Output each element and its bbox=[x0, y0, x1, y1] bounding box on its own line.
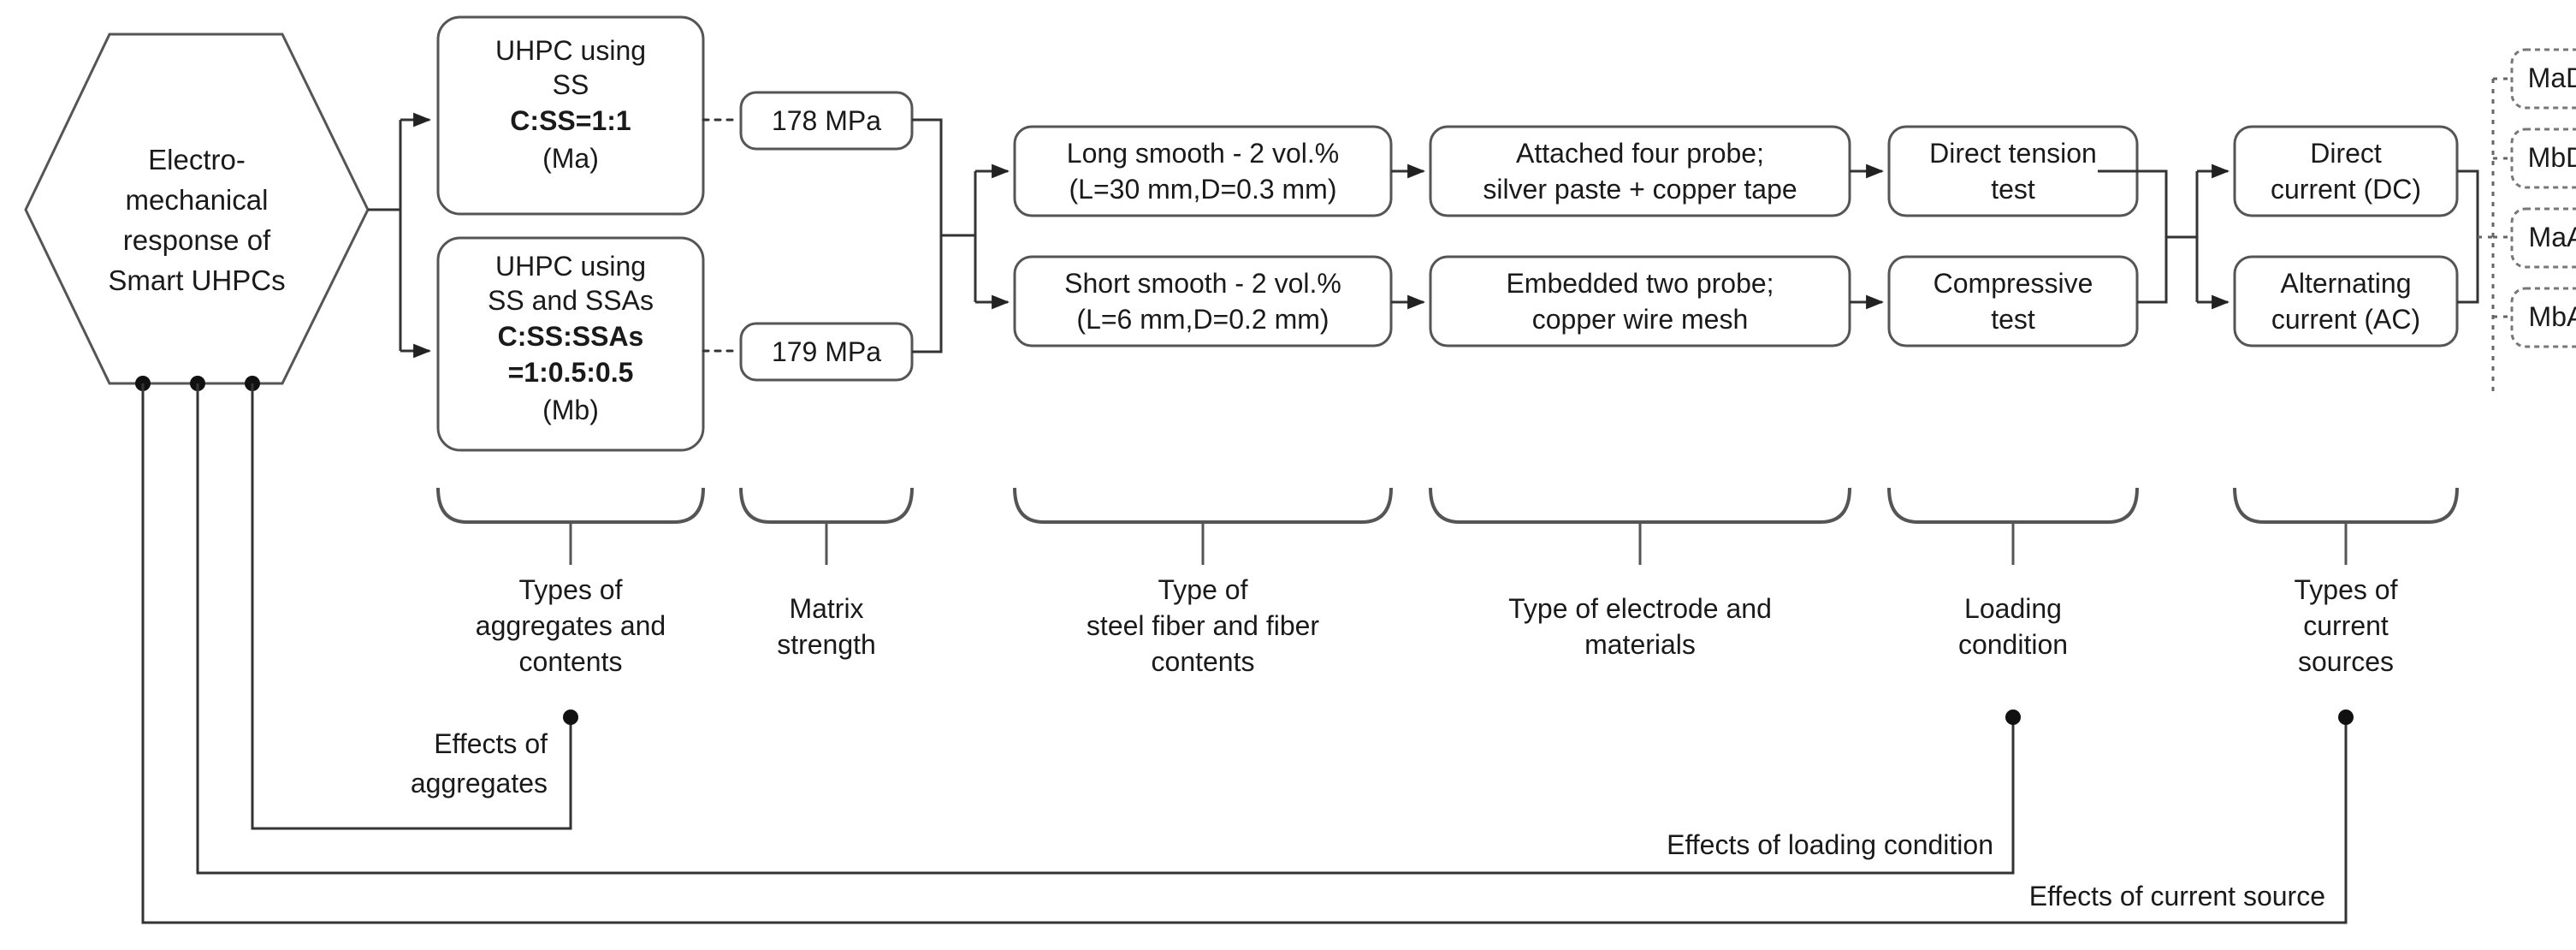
stage2-box-178[interactable]: 178 MPa bbox=[739, 91, 914, 151]
box-maac-shape bbox=[2510, 207, 2576, 269]
outcome-box-mbdc[interactable]: MbDC bbox=[2510, 128, 2576, 189]
box-long-fiber-line-0: Long smooth - 2 vol.% bbox=[1067, 138, 1339, 169]
box-mb-line-2: C:SS:SSAs bbox=[498, 321, 644, 352]
box-178-label: 178 MPa bbox=[772, 105, 881, 136]
box-ma-line-3: (Ma) bbox=[542, 143, 599, 174]
box-mbac-label: MbAC bbox=[2529, 301, 2576, 332]
box-mbdc-label: MbDC bbox=[2528, 142, 2576, 173]
box-two-probe-line-0: Embedded two probe; bbox=[1506, 268, 1774, 299]
box-179-label: 179 MPa bbox=[772, 336, 881, 367]
box-mbac-shape bbox=[2510, 287, 2576, 348]
box-madc-label: MaDC bbox=[2528, 62, 2576, 93]
box-four-probe-line-0: Attached four probe; bbox=[1516, 138, 1764, 169]
connector-root-to-stage1 bbox=[368, 112, 432, 359]
box-madc-shape bbox=[2510, 48, 2576, 110]
stage3-box-short[interactable]: Short smooth - 2 vol.% (L=6 mm,D=0.2 mm) bbox=[1013, 255, 1393, 347]
connector-stage3-to-stage4 bbox=[1391, 163, 1426, 310]
brace-stage6: Types of current sources bbox=[2233, 487, 2459, 677]
box-dc-line-0: Direct bbox=[2310, 138, 2382, 169]
group-label-stage5-line-0: Loading bbox=[1964, 593, 2062, 624]
feedback-label-aggregates-line-0: Effects of bbox=[434, 728, 548, 759]
box-short-fiber-line-0: Short smooth - 2 vol.% bbox=[1064, 268, 1341, 299]
box-ac-line-0: Alternating bbox=[2281, 268, 2412, 299]
outcome-box-maac[interactable]: MaAC bbox=[2510, 207, 2576, 269]
box-mb-line-0: UHPC using bbox=[495, 251, 646, 282]
outcome-box-mbac[interactable]: MbAC bbox=[2510, 287, 2576, 348]
group-label-stage5-line-1: condition bbox=[1958, 629, 2068, 660]
box-four-probe-line-1: silver paste + copper tape bbox=[1483, 174, 1797, 205]
box-long-fiber-line-1: (L=30 mm,D=0.3 mm) bbox=[1069, 174, 1337, 205]
group-label-stage1-line-2: contents bbox=[519, 646, 623, 677]
box-maac-label: MaAC bbox=[2529, 222, 2576, 252]
stage5-box-tension[interactable]: Direct tension test bbox=[1887, 125, 2139, 217]
brace-stage1: Types of aggregates and contents bbox=[436, 487, 705, 677]
box-ac-line-1: current (AC) bbox=[2271, 304, 2420, 335]
feedback-origin-dot-current bbox=[2338, 710, 2354, 725]
stage5-box-compression[interactable]: Compressive test bbox=[1887, 255, 2139, 347]
group-label-stage4-line-1: materials bbox=[1584, 629, 1696, 660]
feedback-loop-current bbox=[141, 383, 2354, 924]
root-label-line-2: response of bbox=[123, 224, 271, 256]
feedback-loop-aggregates bbox=[251, 383, 578, 830]
outcome-box-madc[interactable]: MaDC bbox=[2510, 48, 2576, 110]
connector-outcomes-dashed bbox=[2478, 77, 2508, 395]
box-ma-line-2: C:SS=1:1 bbox=[510, 105, 631, 136]
box-mb-line-3: =1:0.5:0.5 bbox=[508, 357, 634, 388]
feedback-label-aggregates-line-1: aggregates bbox=[411, 768, 548, 799]
stage1-box-ma[interactable]: UHPC using SS C:SS=1:1 (Ma) bbox=[436, 15, 705, 216]
feedback-label-loading: Effects of loading condition bbox=[1667, 829, 1993, 860]
box-mb-shape bbox=[436, 236, 705, 452]
brace-stage3: Type of steel fiber and fiber contents bbox=[1013, 487, 1393, 677]
stage3-box-long[interactable]: Long smooth - 2 vol.% (L=30 mm,D=0.3 mm) bbox=[1013, 125, 1393, 217]
group-label-stage1-line-1: aggregates and bbox=[476, 610, 666, 641]
stage1-box-mb[interactable]: UHPC using SS and SSAs C:SS:SSAs =1:0.5:… bbox=[436, 236, 705, 452]
group-label-stage6-line-0: Types of bbox=[2295, 574, 2398, 605]
box-mb-line-4: (Mb) bbox=[542, 395, 599, 425]
connector-stage4-to-stage5 bbox=[1850, 163, 1885, 310]
box-short-fiber-line-1: (L=6 mm,D=0.2 mm) bbox=[1076, 304, 1329, 335]
box-two-probe-line-1: copper wire mesh bbox=[1532, 304, 1749, 335]
box-mbdc-shape bbox=[2510, 128, 2576, 189]
box-ma-line-0: UHPC using bbox=[495, 35, 646, 66]
brace-stage5: Loading condition bbox=[1887, 487, 2139, 660]
root-label-line-3: Smart UHPCs bbox=[108, 264, 285, 296]
group-label-stage4-line-0: Type of electrode and bbox=[1508, 593, 1772, 624]
group-label-stage1-line-0: Types of bbox=[519, 574, 623, 605]
feedback-label-current: Effects of current source bbox=[2029, 881, 2325, 911]
connector-stage5-to-stage6 bbox=[2098, 163, 2230, 310]
group-label-stage6-line-1: current bbox=[2303, 610, 2389, 641]
box-ma-line-1: SS bbox=[553, 69, 589, 100]
stage4-box-four-probe[interactable]: Attached four probe; silver paste + copp… bbox=[1429, 125, 1851, 217]
box-mb-line-1: SS and SSAs bbox=[488, 285, 654, 316]
feedback-loop-loading bbox=[196, 383, 2021, 875]
box-dc-line-1: current (DC) bbox=[2271, 174, 2421, 205]
feedback-origin-dot-aggregates bbox=[563, 710, 578, 725]
box-tension-line-0: Direct tension bbox=[1929, 138, 2097, 169]
stage2-box-179[interactable]: 179 MPa bbox=[739, 322, 914, 382]
box-compression-line-1: test bbox=[1991, 304, 2035, 335]
group-label-stage3-line-1: steel fiber and fiber bbox=[1087, 610, 1320, 641]
box-ma-shape bbox=[436, 15, 705, 216]
stage6-box-dc[interactable]: Direct current (DC) bbox=[2233, 125, 2459, 217]
brace-stage2: Matrix strength bbox=[739, 487, 914, 660]
connector-stage1-to-stage2 bbox=[702, 118, 741, 353]
stage4-box-two-probe[interactable]: Embedded two probe; copper wire mesh bbox=[1429, 255, 1851, 347]
root-label-line-0: Electro- bbox=[148, 144, 246, 175]
stage6-box-ac[interactable]: Alternating current (AC) bbox=[2233, 255, 2459, 347]
group-label-stage2-line-0: Matrix bbox=[789, 593, 863, 624]
group-label-stage3-line-0: Type of bbox=[1158, 574, 1248, 605]
group-label-stage3-line-2: contents bbox=[1152, 646, 1255, 677]
feedback-origin-dot-loading bbox=[2005, 710, 2021, 725]
group-label-stage6-line-2: sources bbox=[2298, 646, 2394, 677]
group-label-stage2-line-1: strength bbox=[777, 629, 876, 660]
brace-stage4: Type of electrode and materials bbox=[1429, 487, 1851, 660]
root-label-line-1: mechanical bbox=[126, 184, 269, 216]
connector-stage2-to-stage3 bbox=[912, 118, 1010, 353]
box-tension-line-1: test bbox=[1991, 174, 2035, 205]
box-compression-line-0: Compressive bbox=[1933, 268, 2093, 299]
